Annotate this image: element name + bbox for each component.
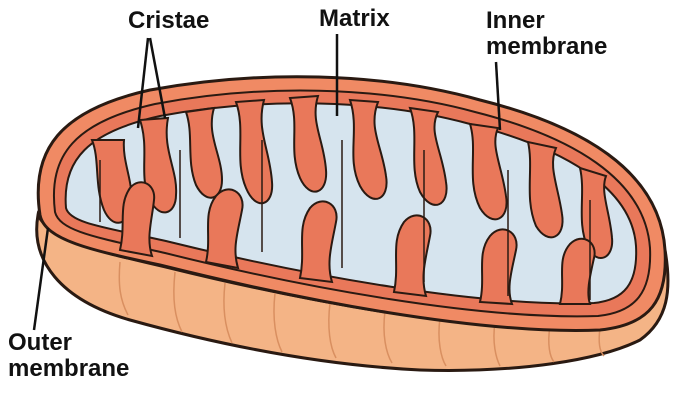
matrix-label-text: Matrix: [319, 6, 390, 32]
cristae-label: Cristae: [128, 8, 209, 34]
matrix-label: Matrix: [319, 6, 390, 32]
outer-membrane-label-line1: Outer: [8, 330, 129, 356]
outer-membrane-label: Outer membrane: [8, 330, 129, 382]
inner-membrane-label-line2: membrane: [486, 34, 607, 60]
outer-membrane-label-line2: membrane: [8, 356, 129, 382]
cristae-label-text: Cristae: [128, 8, 209, 34]
inner-membrane-label-line1: Inner: [486, 8, 607, 34]
inner-membrane-label: Inner membrane: [486, 8, 607, 60]
